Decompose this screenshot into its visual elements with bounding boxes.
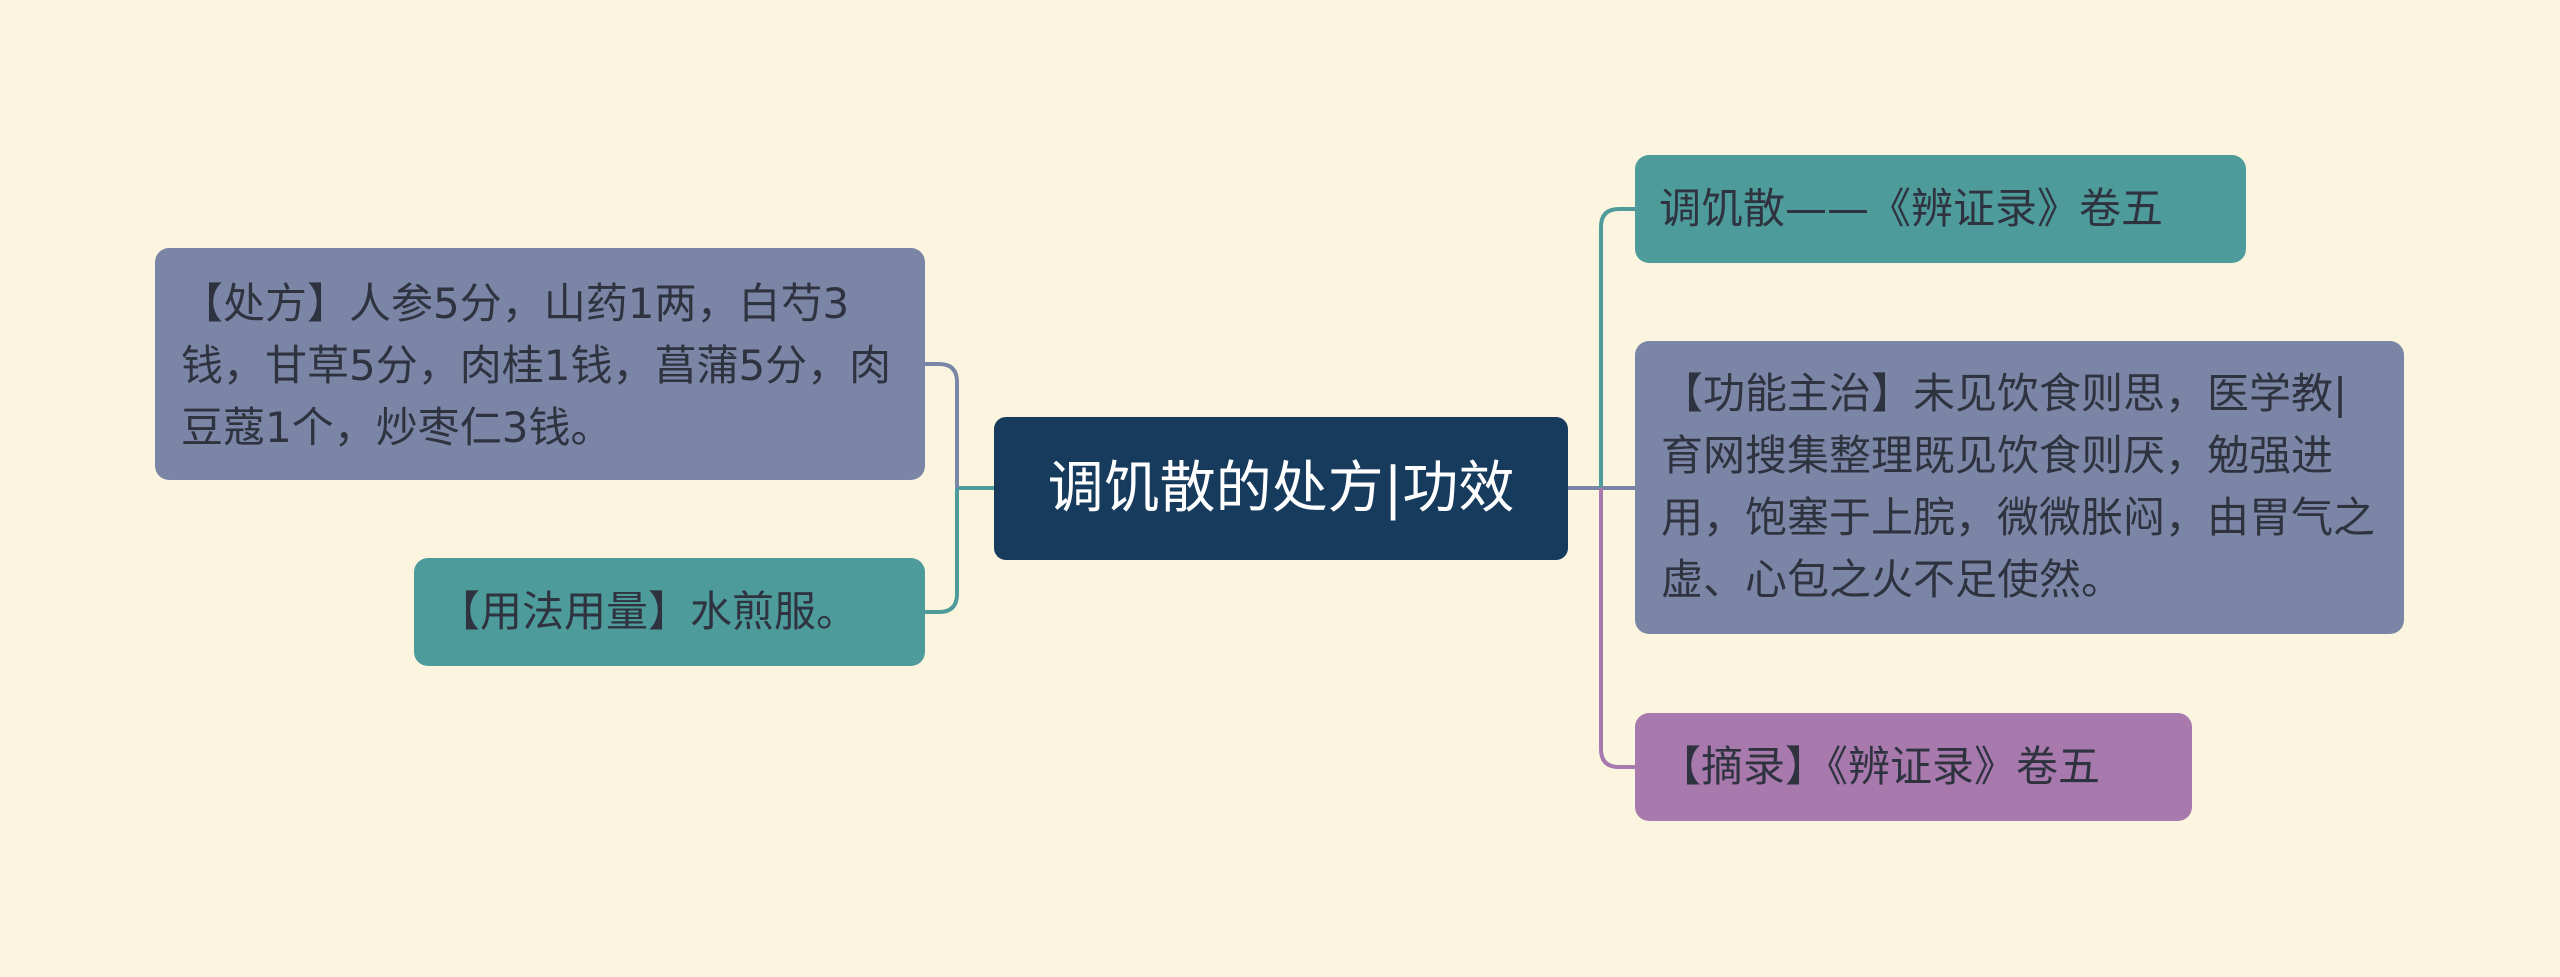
connector-to-excerpt-node [1599,488,1635,769]
central-topic-node[interactable]: 调饥散的处方|功效 [994,417,1568,560]
excerpt-node[interactable]: 【摘录】《辨证录》卷五 [1635,713,2192,821]
connector-to-prescription-node [925,362,959,488]
usage-dosage-node[interactable]: 【用法用量】水煎服。 [414,558,925,666]
source-title-node[interactable]: 调饥散——《辨证录》卷五 [1635,155,2246,263]
connector-to-usage-node [925,488,959,614]
connector-to-title-node [1599,207,1635,488]
prescription-node[interactable]: 【处方】人参5分，山药1两，白芍3钱，甘草5分，肉桂1钱，菖蒲5分，肉豆蔻1个，… [155,248,925,480]
function-indication-node[interactable]: 【功能主治】未见饮食则思，医学教|育网搜集整理既见饮食则厌，勉强进用，饱塞于上脘… [1635,341,2404,634]
